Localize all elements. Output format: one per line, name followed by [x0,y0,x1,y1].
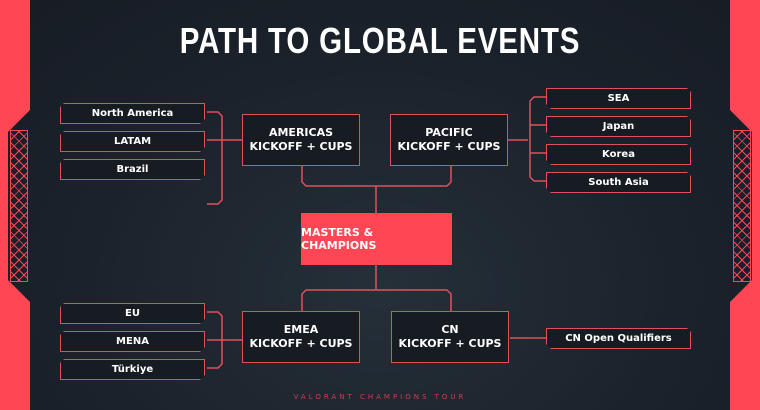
page-title: PATH TO GLOBAL EVENTS [179,20,581,61]
left-truss-decor [10,130,28,282]
region-sea: SEA [546,88,691,109]
region-korea: Korea [546,144,691,165]
footer-brand: VALORANT CHAMPIONS TOUR [293,393,467,401]
region-south-asia: South Asia [546,172,691,193]
cn-hub: CN KICKOFF + CUPS [391,311,509,363]
region-mena: MENA [60,331,205,352]
region-latam: LATAM [60,131,205,152]
americas-hub: AMERICAS KICKOFF + CUPS [242,114,360,166]
region-brazil: Brazil [60,159,205,180]
emea-hub: EMEA KICKOFF + CUPS [242,311,360,363]
masters-champions-box: MASTERS & CHAMPIONS [301,213,452,265]
region-japan: Japan [546,116,691,137]
region-cn-open-qualifiers: CN Open Qualifiers [546,328,691,349]
pacific-hub: PACIFIC KICKOFF + CUPS [390,114,508,166]
region-eu: EU [60,303,205,324]
region-turkiye: Türkiye [60,359,205,380]
region-north-america: North America [60,103,205,124]
right-truss-decor [733,130,751,282]
